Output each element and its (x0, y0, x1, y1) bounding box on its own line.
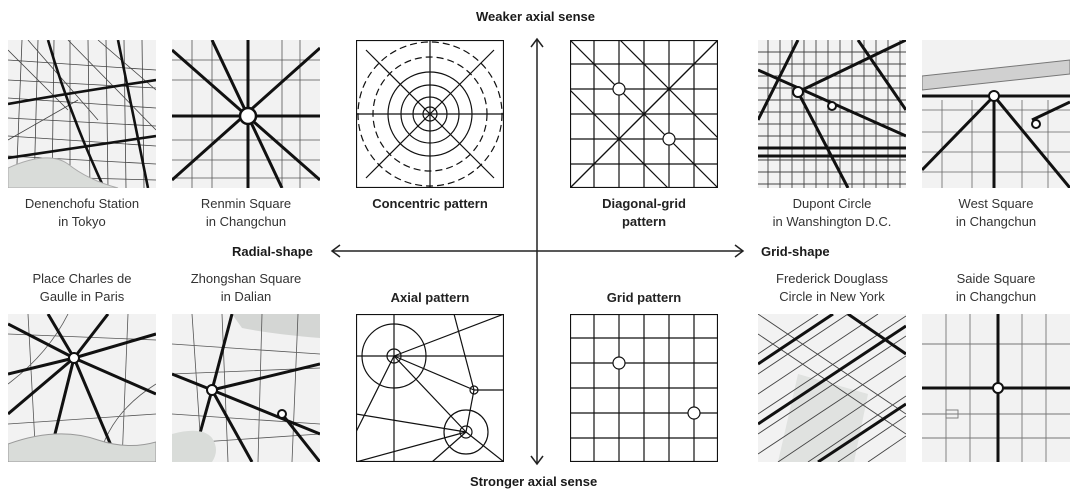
diagram-diagonal-grid-pattern (570, 40, 718, 188)
caption-grid-pattern: Grid pattern (606, 290, 682, 305)
map-zhongshan-square (172, 314, 320, 462)
caption-diagonal-grid-pattern: Diagonal-grid pattern (602, 196, 686, 229)
diagram-grid-pattern (570, 314, 718, 462)
caption-dupont-circle: Dupont Circle in Wanshington D.C. (772, 196, 892, 229)
caption-frederick-douglass-circle: Frederick Douglass Circle in New York (776, 271, 888, 304)
axis-label-left: Radial-shape (232, 244, 313, 259)
caption-saide-square: Saide Square in Changchun (955, 271, 1037, 304)
caption-zhongshan-square: Zhongshan Square in Dalian (190, 271, 302, 304)
caption-axial-pattern: Axial pattern (390, 290, 470, 305)
map-renmin-square (172, 40, 320, 188)
axis-label-right: Grid-shape (761, 244, 830, 259)
caption-renmin-square: Renmin Square in Changchun (200, 196, 292, 229)
map-west-square (922, 40, 1070, 188)
axis-label-bottom: Stronger axial sense (470, 474, 598, 489)
axis-label-top: Weaker axial sense (476, 9, 596, 24)
map-dupont-circle (758, 40, 906, 188)
diagram-axial-pattern (356, 314, 504, 462)
caption-denenchofu: Denenchofu Station in Tokyo (24, 196, 140, 229)
map-denenchofu (8, 40, 156, 188)
diagram-concentric-pattern (356, 40, 504, 188)
map-place-charles-de-gaulle (8, 314, 156, 462)
map-frederick-douglass-circle (758, 314, 906, 462)
caption-concentric-pattern: Concentric pattern (372, 196, 488, 211)
caption-place-charles-de-gaulle: Place Charles de Gaulle in Paris (32, 271, 132, 304)
caption-west-square: West Square in Changchun (955, 196, 1037, 229)
map-saide-square (922, 314, 1070, 462)
